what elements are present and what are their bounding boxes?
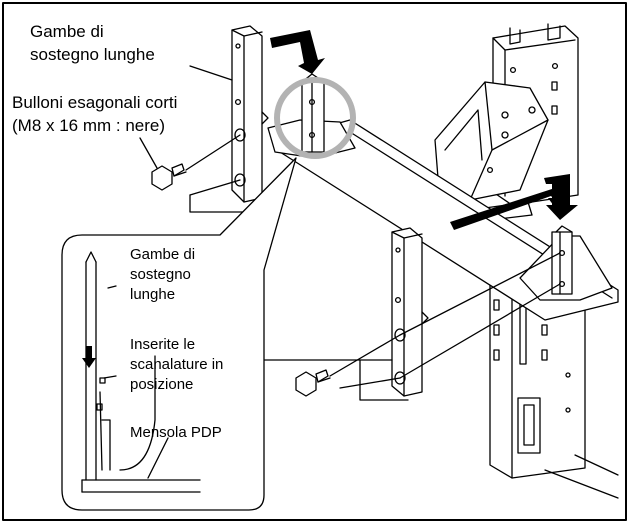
down-arrow-icon xyxy=(544,174,578,220)
long-support-leg-top xyxy=(231,25,269,203)
leader-line-bolt xyxy=(139,137,158,169)
down-arrow-icon xyxy=(270,30,325,74)
stand-frame-upper xyxy=(434,23,579,221)
highlight-ring xyxy=(274,77,356,159)
long-support-leg-middle xyxy=(391,227,429,397)
label-inset-leg-line1: Gambe di xyxy=(130,246,196,263)
hex-bolt-icon xyxy=(295,369,331,397)
leader-line-top-leg xyxy=(189,65,233,81)
label-inset-leg-line2: sostegno xyxy=(130,266,191,283)
down-arrow-icon xyxy=(450,188,566,230)
inset-callout xyxy=(61,157,297,511)
label-top-leg-line2: sostegno lunghe xyxy=(30,45,155,64)
hex-bolt-icon xyxy=(151,163,187,191)
down-arrow-icon xyxy=(82,346,96,368)
label-bolt-line2: (M8 x 16 mm : nere) xyxy=(12,116,166,135)
label-bolt-line1: Bulloni esagonali corti xyxy=(12,93,178,112)
label-top-leg-line1: Gambe di xyxy=(30,22,104,41)
label-inset-leg-line3: lunghe xyxy=(130,286,176,303)
label-groove-line3: posizione xyxy=(130,376,194,393)
label-bracket: Mensola PDP xyxy=(130,424,222,441)
label-groove-line2: scanalature in xyxy=(130,356,224,373)
label-groove-line1: Inserite le xyxy=(130,336,196,353)
inset-leg-detail xyxy=(81,251,201,493)
